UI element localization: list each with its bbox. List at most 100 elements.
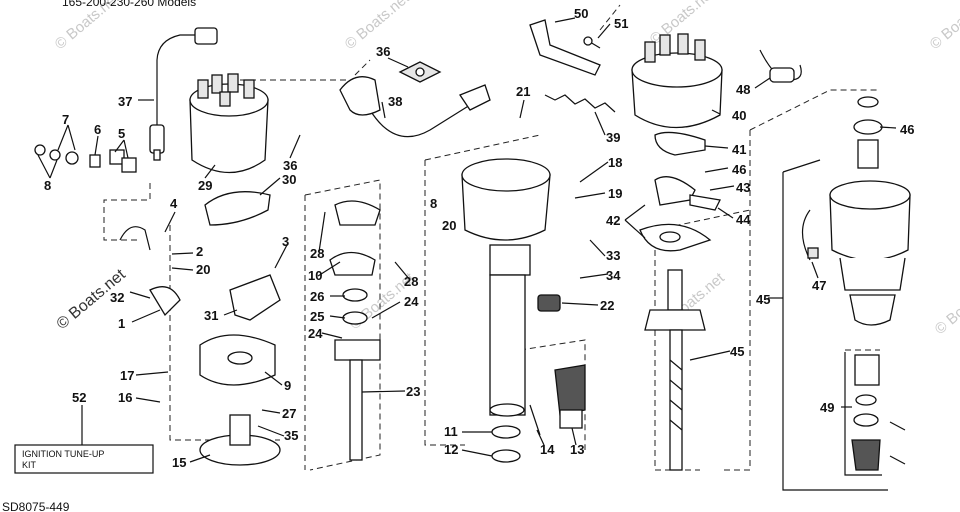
callout-30: 30 [282,172,296,187]
callout-45: 45 [730,344,744,359]
callout-46: 46 [900,122,914,137]
spring-22 [537,294,561,312]
callout-4: 4 [170,196,178,211]
callout-33: 33 [606,248,620,263]
contact-set-43-44 [654,176,721,211]
callout-27: 27 [282,406,296,421]
rotor-41 [654,131,706,156]
kit-label-line1: IGNITION TUNE-UP [22,449,104,459]
callout-36: 36 [376,44,390,59]
callout-31: 31 [204,308,218,323]
callout-46: 46 [732,162,746,177]
screw-51 [583,36,601,49]
callout-38: 38 [388,94,402,109]
callout-44: 44 [736,212,751,227]
callout-numbers: 50 51 36 37 38 21 39 48 40 46 7 6 5 8 29… [44,6,914,470]
callout-12: 12 [444,442,458,457]
callout-18: 18 [608,155,622,170]
callout-34: 34 [606,268,621,283]
callout-43: 43 [736,180,750,195]
callout-7: 7 [62,112,69,127]
plate-9 [199,334,276,386]
callout-20: 20 [196,262,210,277]
callout-11: 11 [444,424,458,439]
callout-22: 22 [600,298,614,313]
callout-48: 48 [736,82,750,97]
small-parts-left [34,144,137,173]
callout-15: 15 [172,455,186,470]
callout-6: 6 [94,122,101,137]
callout-39: 39 [606,130,620,145]
distributor-shaft-45 [644,269,706,471]
callout-1: 1 [118,316,125,331]
callout-24: 24 [404,294,419,309]
drive-gear-49 [851,354,906,471]
kit-label-line2: KIT [22,460,37,470]
callout-3: 3 [282,234,289,249]
callout-25: 25 [310,309,324,324]
callout-51: 51 [614,16,628,31]
callout-5: 5 [118,126,125,141]
gear-13 [554,364,586,429]
callout-17: 17 [120,368,134,383]
advance-bracket-31 [229,274,281,321]
group-brackets [782,159,888,491]
watermark: © Boats.net [932,274,960,338]
distributor-housing-45 [829,180,911,326]
condenser-lead-48 [759,49,802,83]
clip-39 [544,94,616,113]
vacuum-bracket-30 [204,191,271,226]
callout-42: 42 [606,213,620,228]
callout-23: 23 [406,384,420,399]
pin-14 [529,404,541,436]
callout-29: 29 [198,178,212,193]
callout-45: 45 [756,292,770,307]
callout-21: 21 [516,84,530,99]
callout-28: 28 [310,246,324,261]
callout-10: 10 [308,268,322,283]
callout-50: 50 [574,6,588,21]
rotor-shaft-10-23 [329,200,381,461]
callout-2: 2 [196,244,203,259]
base-15 [199,414,281,466]
leader-lines [37,17,897,463]
callout-24: 24 [308,326,323,341]
callout-8: 8 [430,196,437,211]
distributor-body [461,158,551,417]
washers-11-12 [491,425,521,463]
watermark: © Boats.net [927,0,960,53]
distributor-cap-29 [189,73,269,174]
footer-code: SD8075-449 [2,500,70,512]
spark-boot-wire-38 [339,76,491,138]
callout-16: 16 [118,390,132,405]
ignition-kit-box: IGNITION TUNE-UP KIT [14,405,154,474]
callout-49: 49 [820,400,834,415]
callout-37: 37 [118,94,132,109]
callout-52: 52 [72,390,86,405]
callout-47: 47 [812,278,826,293]
rotor-star-36 [398,61,442,83]
callout-41: 41 [732,142,746,157]
callout-35: 35 [284,428,298,443]
callout-14: 14 [540,442,555,457]
callout-13: 13 [570,442,584,457]
clip-47 [801,209,819,261]
callout-9: 9 [284,378,291,393]
distributor-cap-40 [631,33,723,129]
header-text: 165-200-230-260 Models [62,0,196,9]
callout-36: 36 [283,158,297,173]
callout-8: 8 [44,178,51,193]
bracket-50 [529,19,601,76]
clip-32-1 [119,226,181,317]
coil-wire-part [149,27,218,161]
callout-28: 28 [404,274,418,289]
callout-26: 26 [310,289,324,304]
callout-32: 32 [110,290,124,305]
bushing-stack-46 [853,96,883,169]
callout-40: 40 [732,108,746,123]
callout-20: 20 [442,218,456,233]
callout-19: 19 [608,186,622,201]
breaker-plate-42 [639,223,712,252]
